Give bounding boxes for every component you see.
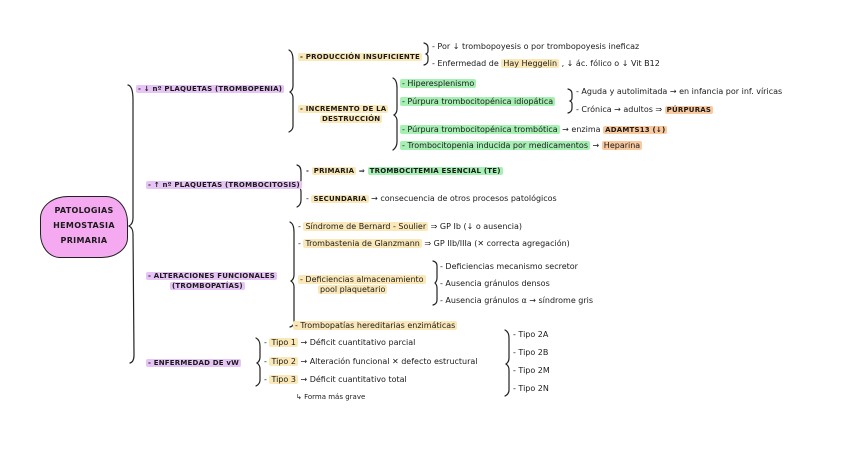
vw-nota: ↳ Forma más grave (296, 393, 366, 401)
vw-tipo-2: - Tipo 2 → Alteración funcional ✕ defect… (264, 356, 478, 367)
almacenamiento-label-2: pool plaquetario (318, 285, 388, 294)
tipo-3-highlight: Tipo 3 (269, 375, 298, 384)
trombopenia-label: - ↓ nº PLAQUETAS (TROMBOPENIA) (136, 85, 285, 93)
trombocitosis-node: - ↑ nº PLAQUETAS (TROMBOCITOSIS) (146, 180, 302, 191)
root-title-line-3: PRIMARIA (60, 236, 108, 245)
produccion-item-1: - Por ↓ trombopoyesis o por trombopoyesi… (432, 42, 640, 51)
destruccion-node: - INCREMENTO DE LA DESTRUCCIÓN (298, 104, 389, 124)
pti-cronica-item: - Crónica → adultos ⇒ PÚRPURAS (576, 104, 714, 116)
medicamentos-label: - Trombocitopenia inducida por medicamen… (400, 141, 590, 150)
primaria-item: - PRIMARIA ⇒ TROMBOCITEMIA ESENCIAL (TE) (306, 166, 503, 177)
item-text: → consecuencia de otros procesos patológ… (368, 194, 557, 203)
heparina-highlight: Heparina (601, 141, 643, 150)
item-text: - Enfermedad de (432, 59, 502, 68)
item-text: → (590, 141, 602, 150)
subtipo-2m: - Tipo 2M (513, 366, 550, 375)
bernard-soulier-label: Síndrome de Bernard - Soulier (303, 222, 429, 231)
secundaria-label: SECUNDARIA (311, 195, 369, 203)
item-text: , ↓ ác. fólico o ↓ Vit B12 (559, 59, 660, 68)
item-text: - Crónica → adultos ⇒ (576, 105, 665, 114)
item-text: - (298, 222, 304, 231)
item-text: ⇒ (356, 167, 368, 175)
item-text: - (264, 357, 270, 366)
root-node-cloud: PATOLOGIAS HEMOSTASIA PRIMARIA (40, 196, 128, 258)
almacenamiento-item-2: - Ausencia gránulos densos (440, 279, 550, 288)
glanzmann-item: - Trombastenia de Glanzmann ⇒ GP IIb/III… (298, 238, 570, 249)
item-text: - (306, 167, 312, 175)
hiperesplenismo-item: - Hiperesplenismo (400, 78, 477, 89)
pti-item: - Púrpura trombocitopénica idiopática (400, 96, 556, 107)
almacenamiento-item-1: - Deficiencias mecanismo secretor (440, 262, 578, 271)
almacenamiento-label-1: - Deficiencias almacenamiento (298, 275, 426, 284)
ptt-item: - Púrpura trombocitopénica trombótica → … (400, 124, 668, 136)
tipo-1-highlight: Tipo 1 (269, 338, 298, 347)
item-text: - (298, 239, 304, 248)
hereditarias-item: - Trombopatías hereditarias enzimáticas (293, 320, 458, 331)
vw-label: - ENFERMEDAD DE vW (146, 359, 242, 367)
item-text: → enzima (559, 125, 604, 134)
trombocitemia-highlight: TROMBOCITEMIA ESENCIAL (TE) (367, 167, 503, 175)
produccion-node: - PRODUCCIÓN INSUFICIENTE (298, 52, 422, 63)
vw-node: - ENFERMEDAD DE vW (146, 358, 242, 369)
almacenamiento-node: - Deficiencias almacenamiento pool plaqu… (298, 275, 426, 295)
subtipo-2n: - Tipo 2N (513, 384, 549, 393)
item-text: - (264, 338, 270, 347)
purpuras-highlight: PÚRPURAS (664, 106, 714, 114)
hiperesplenismo-label: - Hiperesplenismo (400, 79, 477, 88)
pti-label: - Púrpura trombocitopénica idiopática (400, 97, 556, 106)
item-text: → Alteración funcional ✕ defecto estruct… (297, 357, 478, 366)
produccion-item-2: - Enfermedad de Hay Heggelin , ↓ ác. fól… (432, 58, 660, 69)
bernard-soulier-item: - Síndrome de Bernard - Soulier ⇒ GP Ib … (298, 221, 522, 232)
item-text: ⇒ GP IIb/IIIa (✕ correcta agregación) (421, 239, 570, 248)
hereditarias-label: - Trombopatías hereditarias enzimáticas (293, 321, 458, 330)
item-text: → Déficit cuantitativo total (297, 375, 407, 384)
item-text: ⇒ GP Ib (↓ o ausencia) (428, 222, 523, 231)
subtipo-2a: - Tipo 2A (513, 330, 549, 339)
secundaria-item: - SECUNDARIA → consecuencia de otros pro… (306, 193, 557, 205)
trombopatias-node: - ALTERACIONES FUNCIONALES (TROMBOPATÍAS… (146, 271, 278, 291)
almacenamiento-item-3: - Ausencia gránulos α → síndrome gris (440, 296, 594, 305)
vw-tipo-1: - Tipo 1 → Déficit cuantitativo parcial (264, 337, 415, 348)
pti-aguda-item: - Aguda y autolimitada → en infancia por… (576, 87, 783, 96)
trombocitosis-label: - ↑ nº PLAQUETAS (TROMBOCITOSIS) (146, 181, 302, 189)
subtipo-2b: - Tipo 2B (513, 348, 549, 357)
trombopenia-node: - ↓ nº PLAQUETAS (TROMBOPENIA) (136, 84, 285, 95)
hay-heggelin-highlight: Hay Heggelin (501, 59, 560, 68)
glanzmann-label: Trombastenia de Glanzmann (303, 239, 422, 248)
produccion-label: - PRODUCCIÓN INSUFICIENTE (298, 53, 422, 61)
trombopatias-label-1: - ALTERACIONES FUNCIONALES (146, 272, 278, 280)
root-title-line-2: HEMOSTASIA (53, 221, 115, 230)
adamts13-highlight: ADAMTS13 (↓) (603, 126, 668, 134)
vw-tipo-3: - Tipo 3 → Déficit cuantitativo total (264, 374, 407, 385)
item-text: - (264, 375, 270, 384)
item-text: - (306, 194, 312, 203)
destruccion-label-1: - INCREMENTO DE LA (298, 105, 389, 113)
ptt-label: - Púrpura trombocitopénica trombótica (400, 125, 560, 134)
destruccion-label-2: DESTRUCCIÓN (320, 115, 383, 123)
medicamentos-item: - Trombocitopenia inducida por medicamen… (400, 140, 643, 151)
root-title-line-1: PATOLOGIAS (54, 206, 114, 215)
item-text: → Déficit cuantitativo parcial (297, 338, 416, 347)
tipo-2-highlight: Tipo 2 (269, 357, 298, 366)
trombopatias-label-2: (TROMBOPATÍAS) (170, 282, 245, 290)
primaria-label: PRIMARIA (311, 167, 357, 175)
